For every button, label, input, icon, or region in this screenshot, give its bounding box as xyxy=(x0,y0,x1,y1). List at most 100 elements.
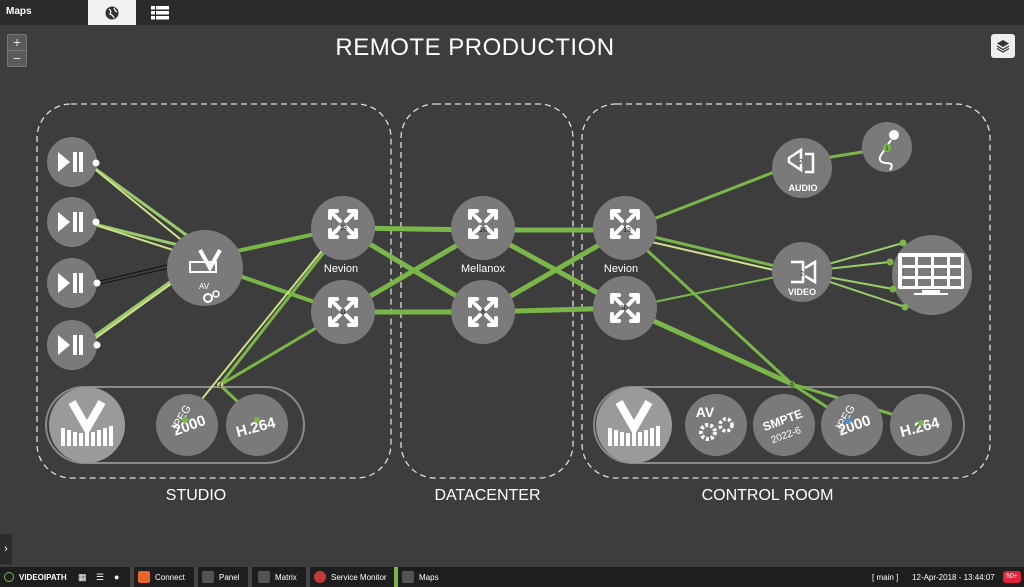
taskbar-label: Matrix xyxy=(275,572,297,582)
zone-studio xyxy=(36,103,392,479)
page-title: REMOTE PRODUCTION xyxy=(335,34,615,61)
expand-sidebar-button[interactable]: › xyxy=(0,534,12,564)
taskbar-matrix[interactable]: Matrix xyxy=(258,567,297,587)
tab-list-view[interactable] xyxy=(136,0,184,25)
control-av-processing-node[interactable]: AV xyxy=(685,394,747,456)
gear-icon xyxy=(699,417,734,441)
studio-device-tray xyxy=(45,386,305,464)
zoom-control: + − xyxy=(7,34,27,67)
maps-icon xyxy=(402,571,414,583)
session-label: [ main ] xyxy=(872,572,899,582)
brand[interactable]: VIDEOIPATH xyxy=(4,567,67,587)
connect-icon xyxy=(138,571,150,583)
taskbar-connect[interactable]: Connect xyxy=(138,567,185,587)
svg-text:13: 13 xyxy=(623,227,631,234)
taskbar-maps[interactable]: Maps xyxy=(402,567,439,587)
list-icon xyxy=(151,5,169,19)
svg-text:4: 4 xyxy=(218,383,222,390)
studio-jpeg2000-node[interactable]: JPEG 2000 xyxy=(156,394,218,456)
microphone-node[interactable]: 1 xyxy=(862,122,912,172)
eye-icon xyxy=(314,571,326,583)
audio-node[interactable]: 2 AUDIO xyxy=(772,138,832,198)
play-icon-2[interactable] xyxy=(47,197,100,247)
port-dot xyxy=(254,417,260,423)
tab-map-view[interactable] xyxy=(88,0,136,25)
switch-nevion-studio-bottom[interactable]: 11 xyxy=(311,280,375,344)
grid-icon: ▦ xyxy=(78,571,87,582)
user-button[interactable]: ● xyxy=(114,567,119,587)
list-icon: ☰ xyxy=(96,571,105,582)
taskbar-label: Maps xyxy=(419,572,439,582)
svg-text:6: 6 xyxy=(790,382,794,389)
divider xyxy=(306,567,310,587)
svg-text:1: 1 xyxy=(885,146,889,152)
svg-text:AUDIO: AUDIO xyxy=(789,183,818,193)
studio-gateway-node[interactable]: AV xyxy=(167,230,243,306)
switch-label: Mellanox xyxy=(461,263,506,275)
taskbar: VIDEOIPATH ▦ ☰ ● Connect Panel Matrix Se… xyxy=(0,567,1024,587)
control-room-device-tray xyxy=(593,386,965,464)
microphone-icon xyxy=(878,139,893,171)
taskbar-label: Connect xyxy=(155,572,185,582)
studio-hub-point: 4 xyxy=(217,382,223,390)
gear-icon xyxy=(203,290,220,303)
play-icon-4[interactable] xyxy=(47,320,101,370)
brand-label: VIDEOIPATH xyxy=(19,572,67,582)
svg-text:11: 11 xyxy=(339,309,346,316)
port-dot xyxy=(182,417,188,423)
svg-text:2: 2 xyxy=(799,159,803,166)
video-node[interactable]: 2 VIDEO xyxy=(772,242,832,302)
zone-datacenter xyxy=(400,103,574,479)
chevron-right-icon: › xyxy=(4,543,8,555)
divider xyxy=(194,567,198,587)
svg-text:10: 10 xyxy=(620,305,628,312)
studio-videoipath-node[interactable] xyxy=(49,387,125,463)
switch-nevion-control-bottom[interactable]: 10 xyxy=(593,276,657,340)
alarm-badge[interactable]: 50+ xyxy=(1003,571,1021,583)
zoom-out-button[interactable]: − xyxy=(8,50,26,66)
svg-text:VIDEO: VIDEO xyxy=(788,287,816,297)
user-icon: ● xyxy=(114,572,120,582)
zone-label-datacenter: DATACENTER xyxy=(434,487,541,504)
datetime: 12-Apr-2018 - 13:44:07 xyxy=(912,572,995,582)
multiviewer-icon xyxy=(898,253,964,295)
gw-av-label: AV xyxy=(199,282,210,291)
layers-button[interactable] xyxy=(991,34,1015,58)
list-button[interactable]: ☰ xyxy=(96,567,104,587)
power-icon xyxy=(4,572,14,582)
taskbar-service-monitor[interactable]: Service Monitor xyxy=(314,567,387,587)
svg-text:13: 13 xyxy=(339,225,347,232)
matrix-icon xyxy=(258,571,270,583)
zone-label-studio: STUDIO xyxy=(165,487,227,504)
control-jpeg2000-node[interactable]: JPEG 2000 xyxy=(821,394,883,456)
play-icon-1[interactable] xyxy=(47,137,100,187)
signal-bars-icon xyxy=(61,426,113,446)
zoom-in-button[interactable]: + xyxy=(12,34,22,50)
svg-text:8: 8 xyxy=(481,309,485,316)
play-icon-3[interactable] xyxy=(47,258,101,308)
control-hub-point: 6 xyxy=(789,381,795,389)
grid-button[interactable]: ▦ xyxy=(78,567,87,587)
top-bar: Maps xyxy=(0,0,1024,25)
signal-bars-icon xyxy=(608,426,660,446)
multiviewer-node[interactable] xyxy=(892,235,972,315)
zone-control-room xyxy=(581,103,991,479)
control-videoipath-node[interactable] xyxy=(596,387,672,463)
divider xyxy=(130,567,134,587)
divider xyxy=(248,567,252,587)
switch-mellanox-bottom[interactable]: 8 xyxy=(451,280,515,344)
control-h264-node[interactable]: H.264 xyxy=(890,394,952,456)
svg-text:2: 2 xyxy=(800,271,804,278)
svg-text:AV: AV xyxy=(696,404,715,420)
taskbar-panel[interactable]: Panel xyxy=(202,567,239,587)
app-title: Maps xyxy=(6,6,32,17)
control-smpte-node[interactable]: SMPTE 2022-6 xyxy=(753,394,815,456)
studio-h264-node[interactable]: H.264 xyxy=(226,394,288,456)
zone-label-control-room: CONTROL ROOM xyxy=(701,487,834,504)
taskbar-label: Panel xyxy=(219,572,240,582)
switch-label: Nevion xyxy=(604,263,638,275)
multiviewer-ports xyxy=(886,239,909,311)
